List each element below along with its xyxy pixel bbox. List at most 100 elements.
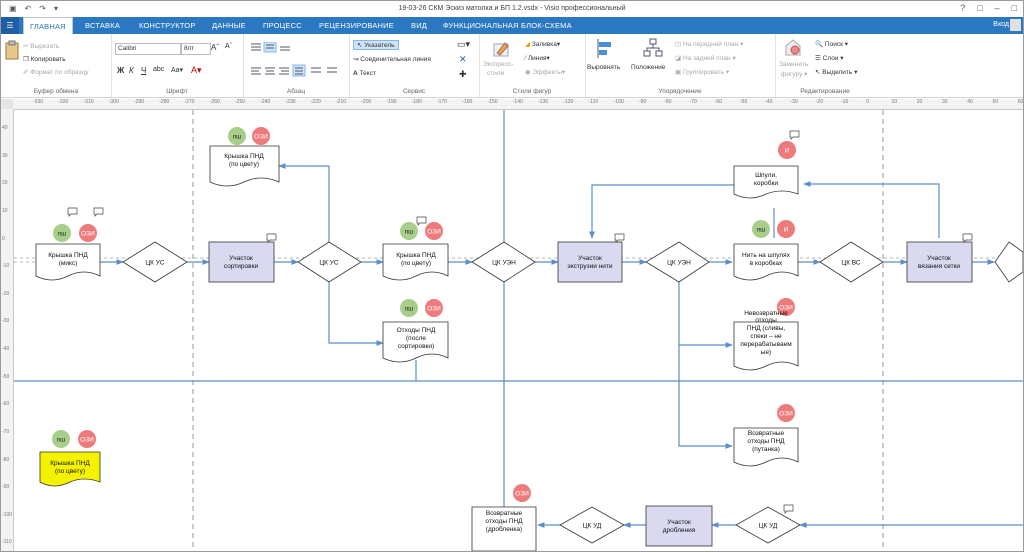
document-returnable-crush[interactable] <box>471 506 537 551</box>
decision-cku4[interactable] <box>645 241 710 283</box>
font-color-icon[interactable]: A▾ <box>191 65 202 75</box>
effects-button[interactable]: ◉ Эффекты▾ <box>525 69 566 76</box>
quick-styles-label[interactable]: Экспресс- <box>483 61 514 68</box>
font-size-select[interactable]: 8пт <box>181 43 211 55</box>
position-icon[interactable] <box>643 38 663 60</box>
underline-icon[interactable]: Ч <box>141 66 147 75</box>
decision-cku1[interactable] <box>122 241 188 283</box>
bring-to-front-button[interactable]: ◫ На передний план ▾ <box>675 41 744 48</box>
group-label-clipboard: Буфер обмена <box>33 88 79 95</box>
document-lid-top[interactable] <box>209 145 280 187</box>
document-nonreturnable[interactable] <box>733 321 799 371</box>
tab-view[interactable]: ВИД <box>411 21 428 30</box>
layers-button[interactable]: ☰ Слои ▾ <box>815 55 844 62</box>
document-lid-mix[interactable] <box>35 243 101 281</box>
text-cku3: ЦК УЭН <box>492 260 516 267</box>
process-sort[interactable] <box>208 241 275 283</box>
text-lid-color-2: (по цвету) <box>401 260 431 267</box>
drawing-canvas[interactable]: пш ОЗИ пш ОЗИ пш ОЗИ <box>14 110 1023 551</box>
change-shape-label[interactable]: Заменить <box>779 61 809 68</box>
avatar[interactable] <box>1010 19 1021 31</box>
svg-text:И: И <box>785 148 790 155</box>
maximize-icon[interactable]: □ <box>1011 3 1017 13</box>
tab-review[interactable]: РЕЦЕНЗИРОВАНИЕ <box>319 21 394 30</box>
format-painter-button[interactable]: ✐ Формат по образцу <box>23 69 89 76</box>
ruler-tick: -330 <box>33 99 44 105</box>
document-waste[interactable] <box>382 321 449 363</box>
process-knitting[interactable] <box>906 241 973 283</box>
position-button[interactable]: Положение <box>631 64 666 71</box>
select-button[interactable]: ↖ Выделить ▾ <box>815 69 858 76</box>
restore-ribbon-icon[interactable]: □ <box>977 3 983 13</box>
decision-ckvs[interactable] <box>819 241 884 283</box>
tab-home[interactable]: ГЛАВНАЯ <box>23 17 73 35</box>
document-lid-yellow[interactable] <box>39 451 101 487</box>
send-to-back-button[interactable]: ◪ На задний план ▾ <box>675 55 736 62</box>
help-icon[interactable]: ? <box>960 3 966 13</box>
svg-text:пш: пш <box>233 134 242 141</box>
pointer-tool-button[interactable]: ↖ Указатель <box>353 40 399 50</box>
connection-point-icon[interactable]: ✚ <box>459 69 467 79</box>
strikethrough-icon[interactable]: abc <box>153 66 165 73</box>
copy-button[interactable]: ❐ Копировать <box>23 56 66 63</box>
fill-button[interactable]: ◢ Заливка▾ <box>525 41 561 48</box>
tab-insert[interactable]: ВСТАВКА <box>85 21 121 30</box>
ruler-tick: -290 <box>134 99 145 105</box>
comment-icon[interactable] <box>67 130 973 514</box>
customize-icon[interactable]: ▾ <box>53 4 58 13</box>
connector-tool-button[interactable]: ↝ Соединительная линия <box>353 56 431 63</box>
group-label-tools: Сервис <box>402 88 426 95</box>
process-extrusion[interactable] <box>557 241 623 283</box>
shrink-font-icon[interactable]: Aˇ <box>225 43 232 50</box>
bold-icon[interactable]: Ж <box>117 66 125 75</box>
text-crush-2: отходы ПНД <box>485 518 523 525</box>
document-returnable-tangle[interactable] <box>733 427 799 467</box>
change-shape-icon[interactable] <box>783 38 803 58</box>
quick-styles-icon[interactable] <box>491 39 511 59</box>
decision-cku3[interactable] <box>471 241 536 283</box>
redo-icon[interactable]: ↷ <box>39 4 46 13</box>
badge-i: И <box>778 141 796 159</box>
decision-cku2[interactable] <box>297 241 362 283</box>
group-button[interactable]: ▣ Группировать ▾ <box>675 69 730 76</box>
cut-button[interactable]: ✂ Вырезать <box>23 43 60 50</box>
change-case-icon[interactable]: Aa▾ <box>171 67 184 74</box>
align-button[interactable]: Выровнять <box>587 64 621 71</box>
change-shape-label-2[interactable]: фигуру ▾ <box>781 71 808 78</box>
tab-design[interactable]: КОНСТРУКТОР <box>139 21 196 30</box>
paste-icon[interactable] <box>5 40 19 62</box>
rectangle-icon[interactable]: ▭▾ <box>457 39 471 49</box>
document-lid-color[interactable] <box>382 243 449 281</box>
close-icon[interactable]: ✕ <box>459 54 467 64</box>
document-thread[interactable] <box>733 243 799 281</box>
file-tab[interactable]: ☰ <box>1 17 19 34</box>
ruler-tick: -20 <box>2 290 10 297</box>
ruler-tick: -20 <box>815 99 823 105</box>
line-button[interactable]: ∕ Линия▾ <box>525 55 550 62</box>
italic-icon[interactable]: К <box>129 66 134 75</box>
grow-font-icon[interactable]: Aˆ <box>211 43 219 52</box>
align-icon[interactable] <box>595 38 615 60</box>
text-tool-button[interactable]: A Текст <box>353 70 376 77</box>
text-waste-2: (после <box>406 335 426 342</box>
font-name-select[interactable]: Calibri <box>115 43 181 55</box>
decision-ckud2[interactable] <box>735 506 801 544</box>
ruler-tick: -90 <box>639 99 647 105</box>
paragraph-tools-icon[interactable] <box>249 42 343 82</box>
find-button[interactable]: 🔍 Поиск ▾ <box>815 41 848 48</box>
sign-in[interactable]: Вход <box>993 21 1009 28</box>
tab-cross-functional[interactable]: ФУНКЦИОНАЛЬНАЯ БЛОК-СХЕМА <box>443 21 572 30</box>
group-editing: Заменить фигуру ▾ 🔍 Поиск ▾ ☰ Слои ▾ ↖ В… <box>775 34 875 97</box>
decision-ckud1[interactable] <box>559 506 625 544</box>
tab-process[interactable]: ПРОЦЕСС <box>263 21 302 30</box>
undo-icon[interactable]: ↶ <box>24 4 32 13</box>
tab-data[interactable]: ДАННЫЕ <box>212 21 246 30</box>
quick-styles-label-2[interactable]: стили <box>487 70 505 77</box>
process-crushing[interactable] <box>645 505 713 547</box>
document-spools[interactable] <box>733 165 799 199</box>
save-icon[interactable]: ▣ <box>9 4 17 13</box>
minimize-icon[interactable]: – <box>994 3 1000 13</box>
horizontal-ruler[interactable]: -330-320-310-300-290-280-270-260-250-240… <box>13 99 1023 110</box>
quick-access-toolbar: ▣ ↶ ↷ ▾ <box>9 4 58 13</box>
